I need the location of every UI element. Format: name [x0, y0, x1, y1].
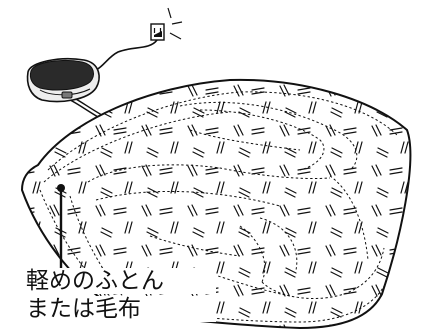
caption-line-1: 軽めのふとん — [26, 268, 216, 294]
power-outlet-icon — [150, 7, 183, 41]
caption-line-2: または毛布 — [26, 296, 216, 322]
power-cord — [95, 39, 158, 71]
controller-icon — [26, 57, 100, 103]
leader-line — [57, 184, 65, 268]
